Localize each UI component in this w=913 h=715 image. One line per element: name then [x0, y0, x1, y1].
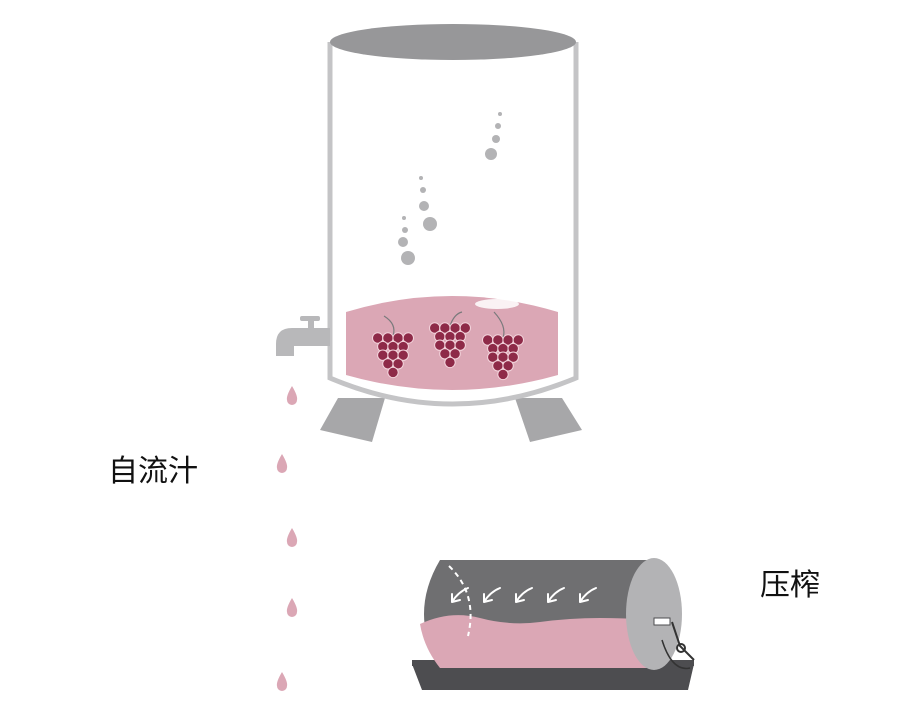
arrow-icon: [483, 587, 501, 603]
grape-stem: [383, 315, 395, 337]
grape-cluster-icon: [429, 311, 471, 369]
grape-berry: [507, 351, 519, 363]
pressure-arrows: [451, 587, 597, 603]
grape-berry: [397, 349, 409, 361]
wine-press-icon: [412, 558, 695, 690]
press-membrane: [448, 565, 472, 637]
grape-berry: [459, 322, 471, 334]
juice-drop-icon: [286, 386, 298, 405]
tap-icon: [276, 316, 330, 356]
grape-berry: [449, 348, 461, 360]
press-end-cap: [626, 558, 682, 670]
grape-berry: [387, 366, 399, 379]
juice-drop-icon: [286, 598, 298, 617]
juice-drops: [276, 386, 298, 691]
label-free-run-juice: 自流汁: [108, 454, 198, 489]
juice-drop-icon: [286, 528, 298, 547]
arrow-icon: [515, 587, 533, 603]
fermentation-tank-icon: [320, 24, 582, 442]
press-crank: [653, 617, 695, 670]
juice-highlight: [475, 299, 519, 309]
press-tray: [412, 664, 694, 690]
grape-cluster-icon: [372, 315, 414, 379]
arrow-icon: [579, 587, 597, 603]
grape-berry: [512, 334, 524, 346]
grape-berry: [454, 339, 466, 351]
grape-berry: [497, 368, 509, 381]
arrow-icon: [451, 587, 469, 603]
juice-drop-icon: [276, 454, 288, 473]
bubble-icon: [398, 112, 502, 265]
tank-leg-left: [320, 398, 385, 442]
label-pressing: 压榨: [760, 568, 820, 603]
tank-lid: [330, 24, 576, 60]
grape-berry: [402, 332, 414, 344]
press-juice: [420, 615, 653, 668]
grape-stem: [493, 311, 505, 339]
tank-leg-right: [515, 398, 582, 442]
arrow-icon: [547, 587, 565, 603]
grape-cluster-icon: [482, 311, 524, 381]
grape-berry: [444, 356, 456, 369]
grape-berry: [502, 360, 514, 372]
grape-berry: [392, 358, 404, 370]
grape-stem: [449, 311, 463, 327]
juice-drop-icon: [276, 672, 288, 691]
